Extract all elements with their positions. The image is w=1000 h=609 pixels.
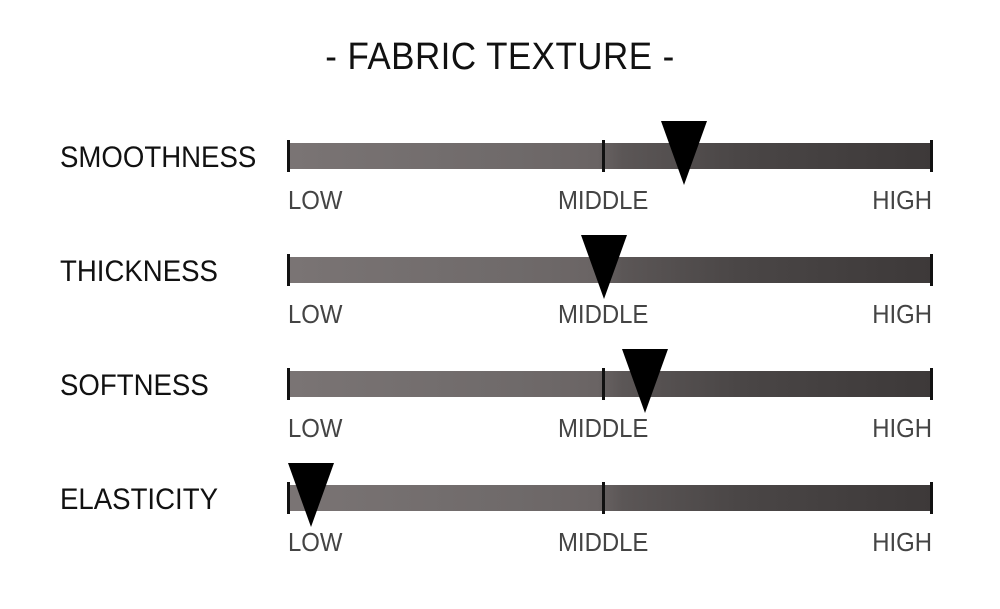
rating-row-softness: SOFTNESS LOW MIDDLE HIGH — [0, 349, 1000, 471]
page-title: - FABRIC TEXTURE - — [325, 36, 675, 78]
tick-high — [930, 482, 933, 514]
tick-high — [930, 254, 933, 286]
tick-low — [287, 368, 290, 400]
scale-label-high: HIGH — [872, 527, 932, 557]
rating-row-elasticity: ELASTICITY LOW MIDDLE HIGH — [0, 463, 1000, 585]
scale-label-middle: MIDDLE — [558, 185, 649, 215]
scale-label-middle: MIDDLE — [558, 299, 649, 329]
rating-label: SOFTNESS — [60, 369, 209, 402]
rating-label: THICKNESS — [60, 255, 218, 288]
rating-marker-triangle-icon — [622, 349, 669, 413]
scale-label-high: HIGH — [872, 185, 932, 215]
rating-scale-bar — [287, 349, 933, 413]
scale-label-high: HIGH — [872, 299, 932, 329]
tick-middle — [602, 482, 605, 514]
tick-high — [930, 368, 933, 400]
tick-high — [930, 140, 933, 172]
scale-label-low: LOW — [288, 413, 343, 443]
tick-middle — [602, 368, 605, 400]
rating-marker-triangle-icon — [660, 121, 707, 185]
scale-label-low: LOW — [288, 185, 343, 215]
tick-low — [287, 254, 290, 286]
scale-label-middle: MIDDLE — [558, 413, 649, 443]
rating-scale-bar — [287, 121, 933, 185]
scale-label-low: LOW — [288, 299, 343, 329]
rating-marker-triangle-icon — [580, 235, 627, 299]
scale-label-low: LOW — [288, 527, 343, 557]
rating-scale-bar — [287, 463, 933, 527]
rating-label: ELASTICITY — [60, 483, 218, 516]
scale-label-high: HIGH — [872, 413, 932, 443]
rating-row-thickness: THICKNESS LOW MIDDLE HIGH — [0, 235, 1000, 357]
scale-label-middle: MIDDLE — [558, 527, 649, 557]
rating-row-smoothness: SMOOTHNESS LOW MIDDLE HIGH — [0, 121, 1000, 243]
rating-marker-triangle-icon — [288, 463, 335, 527]
tick-middle — [602, 140, 605, 172]
rating-label: SMOOTHNESS — [60, 141, 257, 174]
tick-low — [287, 140, 290, 172]
rating-scale-bar — [287, 235, 933, 299]
